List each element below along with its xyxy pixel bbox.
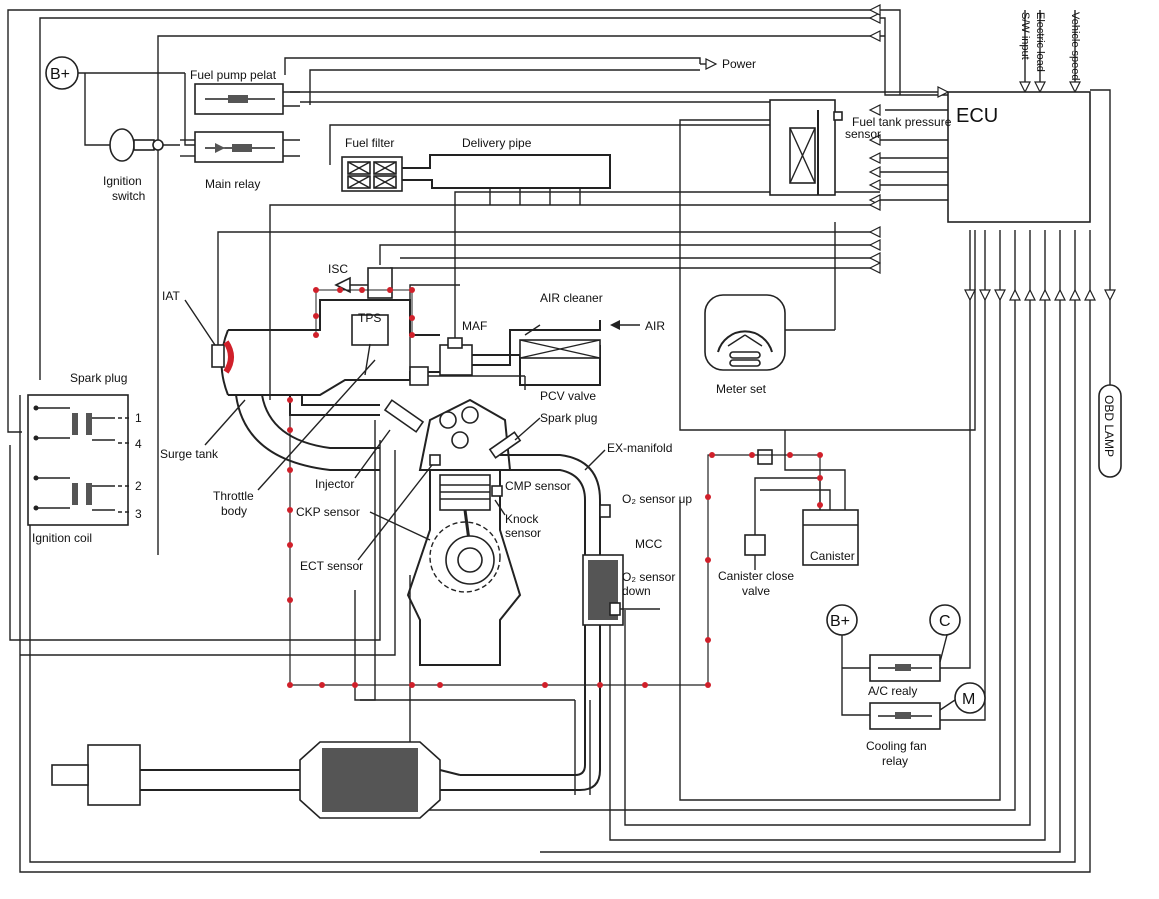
air-label: AIR	[645, 319, 665, 333]
engine-block	[383, 398, 522, 666]
cylinder-1-label: 1	[135, 411, 142, 425]
spark-plug-coil-label: Spark plug	[70, 371, 127, 385]
cmp-sensor-label: CMP sensor	[505, 479, 571, 493]
cooling-fan-relay-label-2: relay	[882, 754, 908, 768]
canister-close-label-2: valve	[742, 584, 770, 598]
cylinder-2-label: 2	[135, 479, 142, 493]
ignition-coil	[27, 394, 130, 526]
o2-sensor-up-label: O₂ sensor up	[622, 492, 692, 506]
fuel-tank-pressure-sensor	[769, 99, 843, 196]
battery-positive: B+	[45, 56, 185, 90]
meter-set	[704, 222, 836, 371]
ignition-switch-label-2: switch	[112, 189, 145, 203]
injector-label: Injector	[315, 477, 354, 491]
isc-valve	[334, 267, 393, 299]
vehicle-speed-label: Vehicle speed	[1069, 12, 1081, 81]
svg-text:C: C	[939, 613, 951, 630]
main-relay	[180, 131, 300, 163]
delivery-pipe-label: Delivery pipe	[462, 136, 532, 150]
ect-sensor-label: ECT sensor	[300, 559, 363, 573]
main-relay-label: Main relay	[205, 177, 260, 191]
o2-sensor-up	[599, 504, 611, 518]
maf-sensor	[439, 337, 473, 376]
ignition-switch	[84, 73, 180, 162]
obd-lamp: OBD LAMP	[1098, 384, 1122, 478]
fuel-pump-relay	[184, 73, 300, 146]
svg-text:M: M	[962, 691, 975, 708]
ex-manifold-label: EX-manifold	[607, 441, 672, 455]
o2-sensor-down-label: O₂ sensor	[622, 570, 675, 584]
throttle-body-label: Throttle	[213, 489, 254, 503]
spark-plug-engine-label: Spark plug	[540, 411, 597, 425]
obd-lamp-label: OBD LAMP	[1102, 395, 1116, 457]
battery-positive-relays: B+	[826, 604, 870, 716]
ac-compressor-symbol: C	[929, 604, 961, 636]
ckp-sensor-label: CKP sensor	[296, 505, 360, 519]
air-cleaner	[472, 320, 601, 386]
canister-close-valve	[744, 449, 773, 570]
isc-label: ISC	[328, 262, 348, 276]
mcc-label: MCC	[635, 537, 663, 551]
iat-label: IAT	[162, 289, 180, 303]
o2-sensor-down-label-2: down	[622, 584, 651, 598]
delivery-pipe	[402, 154, 611, 205]
cylinder-3-label: 3	[135, 507, 142, 521]
electric-load-label: Electric load	[1034, 12, 1046, 72]
fuel-filter	[341, 156, 403, 192]
vacuum-line	[287, 287, 823, 688]
svg-text:B+: B+	[50, 66, 70, 83]
air-cleaner-label: AIR cleaner	[540, 291, 603, 305]
surge-tank	[220, 299, 440, 471]
ignition-switch-label: Ignition	[103, 174, 142, 188]
ac-relay	[869, 634, 948, 682]
cooling-fan-relay-label: Cooling fan	[866, 739, 927, 753]
knock-sensor-label-2: sensor	[505, 526, 541, 540]
fuel-tank-pressure-label: Fuel tank pressure	[852, 115, 952, 129]
iat-sensor	[211, 340, 234, 374]
canister-close-label: Canister close	[718, 569, 794, 583]
ecu: ECU	[947, 91, 1091, 223]
meter-set-label: Meter set	[716, 382, 767, 396]
fan-motor-symbol: M	[954, 682, 986, 714]
o2-sensor-down	[609, 602, 660, 616]
svg-text:B+: B+	[830, 613, 850, 630]
throttle-body-label-2: body	[221, 504, 247, 518]
fuel-pump-relay-label: Fuel pump pelat	[190, 68, 277, 82]
pcv-valve	[409, 366, 526, 390]
canister	[754, 430, 859, 566]
knock-sensor-label: Knock	[505, 512, 539, 526]
cooling-fan-relay	[869, 699, 956, 730]
exhaust-system	[51, 454, 601, 819]
power-label: Power	[722, 57, 756, 71]
ac-relay-label: A/C realy	[868, 684, 917, 698]
surge-tank-label: Surge tank	[160, 447, 219, 461]
canister-label: Canister	[810, 549, 855, 563]
wiring-harness	[7, 9, 1111, 873]
ignition-coil-label: Ignition coil	[32, 531, 92, 545]
ecu-label: ECU	[956, 105, 998, 127]
maf-label: MAF	[462, 319, 487, 333]
tps-label: TPS	[358, 311, 381, 325]
pcv-valve-label: PCV valve	[540, 389, 596, 403]
cylinder-4-label: 4	[135, 437, 142, 451]
air-inlet-arrow	[610, 320, 640, 330]
fuel-tank-pressure-label-2: sensor	[845, 127, 881, 141]
sw-input-label: S/W input	[1019, 12, 1031, 60]
tps-sensor	[351, 314, 389, 376]
ecu-input-arrows	[705, 4, 1116, 302]
fuel-filter-label: Fuel filter	[345, 136, 394, 150]
